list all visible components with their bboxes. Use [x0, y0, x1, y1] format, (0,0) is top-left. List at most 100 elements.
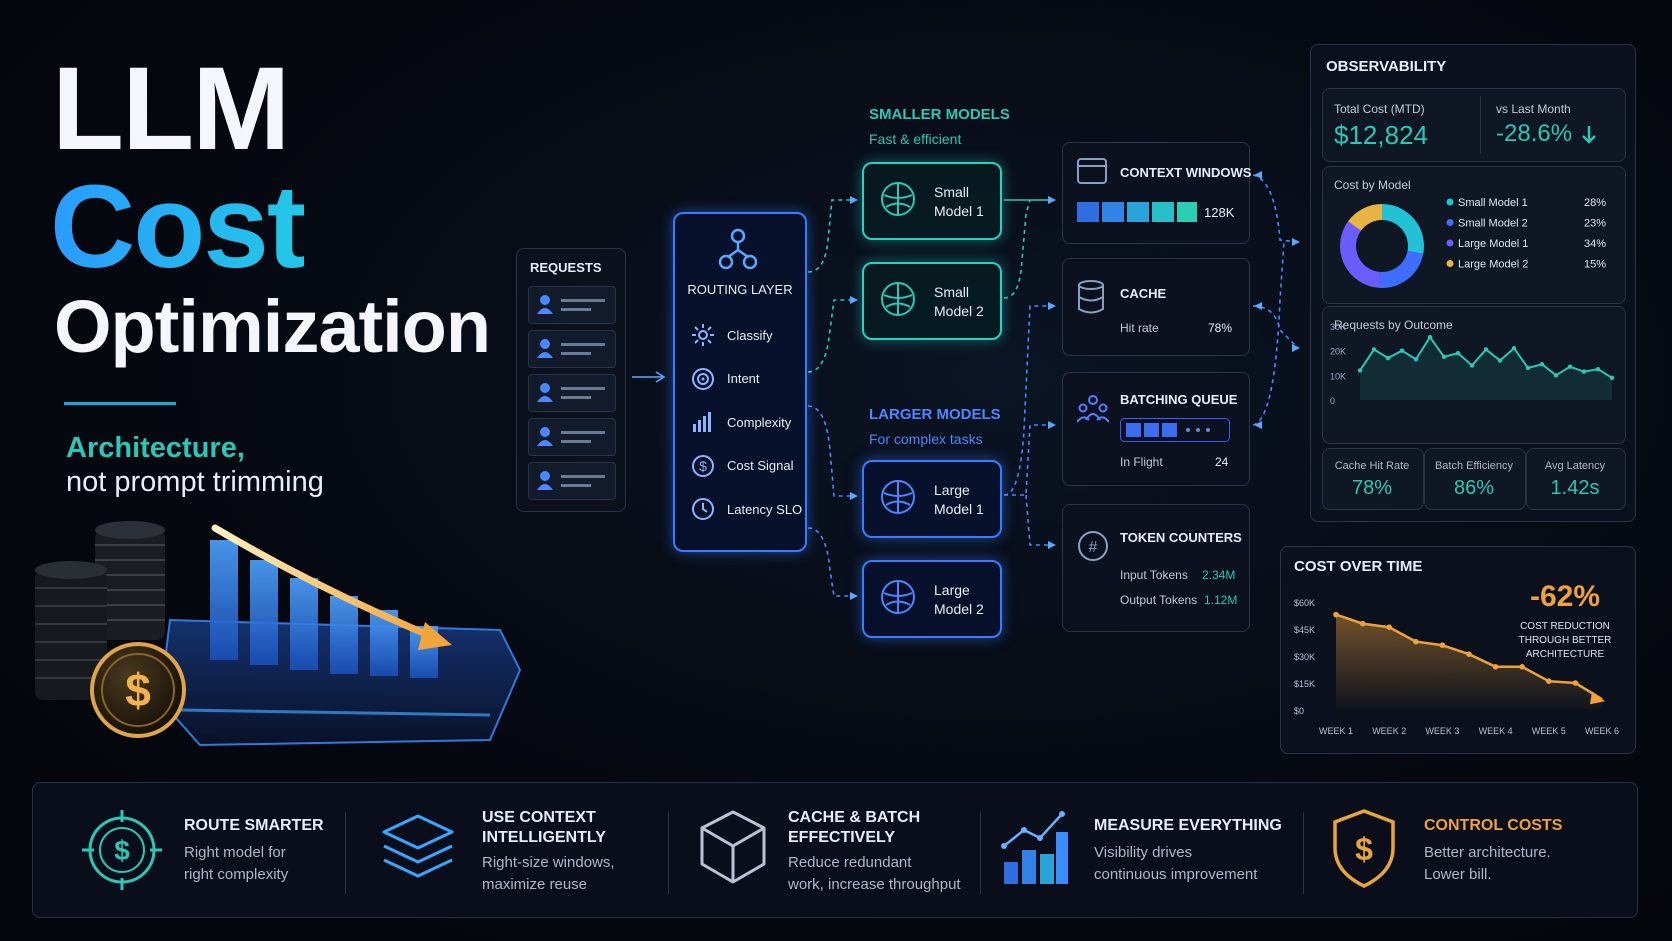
- legend-value: 28%: [1584, 197, 1606, 209]
- features-divider: [345, 812, 346, 894]
- cost-point: [1466, 651, 1472, 657]
- downward-arrow-icon: [211, 524, 444, 644]
- y-tick-label: $0: [1294, 706, 1304, 716]
- hero-subtitle-accent: Architecture,: [66, 432, 245, 464]
- token-counters-card: [1062, 504, 1250, 632]
- cost-reduction-caption-line3: ARCHITECTURE: [1525, 649, 1605, 660]
- line-point: [1525, 365, 1531, 371]
- hero-title-optimization: Optimization: [54, 285, 491, 368]
- routing-item: Classify: [691, 323, 773, 347]
- requests-title: REQUESTS: [530, 260, 602, 275]
- line-point: [1539, 362, 1545, 367]
- request-row: [528, 418, 616, 456]
- large-model-1-node: [862, 460, 1002, 538]
- cost-point: [1439, 642, 1446, 648]
- routing-item-label: Complexity: [727, 414, 792, 430]
- cost-by-model-chart: Small Model 1 28% Small Model 2 23% Large Mo…: [1340, 197, 1606, 288]
- line-area: [1360, 337, 1612, 400]
- cost-reduction-value: -62%: [1529, 580, 1601, 613]
- user-icon: [537, 471, 553, 490]
- routing-item-label: Intent: [727, 371, 760, 386]
- request-row: [528, 330, 616, 368]
- y-tick-label: 0: [1330, 396, 1335, 406]
- routing-layer-panel: [673, 212, 807, 552]
- routing-item-label: Classify: [727, 327, 773, 343]
- feature-2-desc-line2: maximize reuse: [482, 876, 588, 893]
- observability-title: OBSERVABILITY: [1326, 58, 1447, 75]
- avg-latency-label: Avg Latency: [1544, 460, 1606, 472]
- legend-label: Large Model 2: [1458, 259, 1528, 271]
- cache-hit-rate-label: Cache Hit Rate: [1334, 460, 1410, 472]
- in-flight-value: 24: [1215, 455, 1229, 469]
- layers-icon: [382, 814, 454, 878]
- batch-efficiency-value: 86%: [1453, 477, 1495, 499]
- legend-label: Small Model 1: [1458, 197, 1528, 209]
- hero-divider: [64, 402, 176, 405]
- user-icon: [537, 427, 553, 446]
- vs-last-month-label: vs Last Month: [1496, 102, 1571, 116]
- dollar-coin-icon: [90, 642, 186, 738]
- legend-swatch: [1446, 239, 1454, 247]
- cache-hit-rate-card: [1322, 448, 1424, 510]
- legend-swatch: [1446, 198, 1454, 206]
- avg-latency-value: 1.42s: [1550, 477, 1600, 499]
- legend-value: 23%: [1584, 218, 1606, 230]
- bar-chart-icon: [1001, 811, 1068, 884]
- arrow-down-icon: [1582, 126, 1596, 144]
- users-icon: [1077, 395, 1109, 423]
- intent-icon: [692, 367, 714, 390]
- line-point: [1455, 350, 1461, 356]
- cost-point: [1492, 664, 1499, 670]
- features-divider: [1303, 812, 1304, 894]
- line-point: [1511, 346, 1517, 351]
- line-point: [1413, 357, 1419, 362]
- large-model-1-label-line1: Large: [934, 482, 970, 498]
- hero-title-llm: LLM: [52, 43, 290, 175]
- in-flight-label: In Flight: [1120, 455, 1163, 469]
- feature-2-title-line1: USE CONTEXT: [482, 809, 596, 826]
- routing-item: Intent: [691, 367, 760, 391]
- feature-5-desc-line2: Lower bill.: [1424, 866, 1492, 883]
- batch-efficiency-label: Batch Efficiency: [1434, 460, 1514, 472]
- cost-arrowhead: [1590, 691, 1605, 705]
- feature-4-title: MEASURE EVERYTHING: [1094, 817, 1282, 834]
- x-tick-label: WEEK 6: [1585, 726, 1619, 736]
- coin-stack-icon: [35, 521, 165, 700]
- small-model-1-label-line2: Model 1: [934, 203, 984, 219]
- larger-models-title: LARGER MODELS: [869, 406, 1001, 423]
- feature-3-desc-line2: work, increase throughput: [788, 876, 961, 893]
- svg-text:$: $: [125, 664, 151, 716]
- cache-hit-value: 78%: [1208, 321, 1233, 335]
- routing-item-label: Cost Signal: [727, 458, 794, 473]
- x-tick-label: WEEK 2: [1372, 726, 1406, 736]
- legend-label: Small Model 2: [1458, 218, 1528, 230]
- larger-models-subtitle: For complex tasks: [869, 431, 983, 447]
- routing-item: Latency SLO: [691, 497, 802, 521]
- line-point: [1609, 375, 1615, 380]
- features-divider: [668, 812, 669, 894]
- cache-hit-label: Hit rate: [1120, 321, 1159, 335]
- cost-point: [1572, 680, 1579, 686]
- svg-text:#: #: [1089, 539, 1098, 556]
- pie-slice: [1382, 204, 1424, 254]
- line-point: [1427, 334, 1433, 340]
- cost-point: [1359, 620, 1366, 627]
- token-counters-title: TOKEN COUNTERS: [1120, 530, 1242, 545]
- user-icon: [537, 383, 553, 402]
- observability-divider: [1480, 96, 1481, 154]
- feature-2-desc-line1: Right-size windows,: [482, 854, 615, 871]
- y-tick-label: $60K: [1294, 598, 1315, 608]
- cost-over-time-title: COST OVER TIME: [1294, 558, 1423, 575]
- cube-icon: [700, 810, 766, 884]
- cost-reduction-caption-line2: THROUGH BETTER: [1518, 635, 1612, 646]
- features-divider: [980, 812, 981, 894]
- total-cost-value: $12,824: [1334, 120, 1428, 150]
- input-tokens-value: 2.34M: [1202, 568, 1236, 582]
- feature-4-desc-line2: continuous improvement: [1094, 866, 1258, 883]
- pie-slice: [1340, 221, 1381, 288]
